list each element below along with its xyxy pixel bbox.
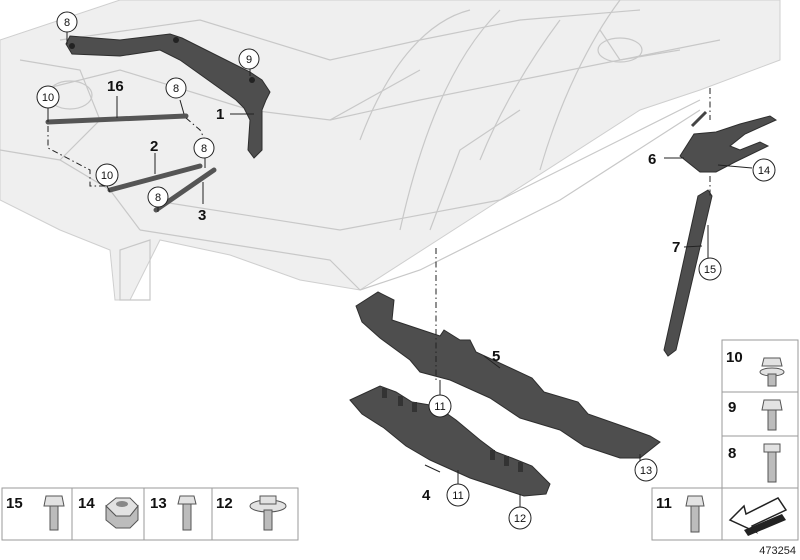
rod-part <box>663 189 713 357</box>
leader-lines <box>47 32 753 508</box>
flange-bolt-icon <box>759 357 785 387</box>
callout-8-d: 8 <box>155 192 161 204</box>
callout-4: 4 <box>422 487 431 504</box>
callout-5: 5 <box>492 348 500 365</box>
callout-11-a: 11 <box>434 401 445 413</box>
collar-bolt-icon <box>685 495 705 533</box>
callouts: 1 2 3 4 5 6 7 8 8 8 8 9 10 10 11 11 12 1… <box>36 11 776 530</box>
legend-label-13: 13 <box>150 495 167 512</box>
callout-2: 2 <box>150 138 158 155</box>
legend-label-14: 14 <box>78 495 95 512</box>
callout-12: 12 <box>514 513 526 525</box>
legend-label-15: 15 <box>6 495 23 512</box>
arrow-icon <box>728 497 788 536</box>
screw-icon <box>177 495 197 531</box>
callout-16: 16 <box>107 78 124 95</box>
tension-strut-part <box>107 163 203 193</box>
stud-bolt-icon <box>763 443 781 483</box>
legend-label-9: 9 <box>728 399 736 416</box>
legend-right: 10 9 8 11 <box>651 339 799 541</box>
strut-brace-part <box>65 33 271 159</box>
callout-6: 6 <box>648 151 656 168</box>
underbody-panel-bottom-part <box>349 385 551 497</box>
callout-8-c: 8 <box>201 143 207 155</box>
legend-label-8: 8 <box>728 445 736 462</box>
callout-14: 14 <box>758 165 770 177</box>
hex-bolt-icon <box>761 399 783 431</box>
callout-7: 7 <box>672 239 680 256</box>
legend-label-12: 12 <box>216 495 233 512</box>
callout-9: 9 <box>246 54 252 66</box>
callout-3: 3 <box>198 207 206 224</box>
callout-8-b: 8 <box>173 83 179 95</box>
car-body-illustration <box>0 0 781 301</box>
washer-screw-icon <box>249 495 287 531</box>
hex-bolt-icon <box>43 495 65 531</box>
callout-10-a: 10 <box>42 92 54 104</box>
front-strut-part <box>45 113 189 125</box>
callout-11-b: 11 <box>452 490 463 502</box>
legend-label-10: 10 <box>726 349 743 366</box>
legend-label-11: 11 <box>656 495 672 512</box>
legend-bottom: 15 14 13 12 <box>1 487 299 541</box>
underbody-panel-top-part <box>355 291 661 459</box>
callout-15: 15 <box>704 264 716 276</box>
hex-nut-icon <box>105 497 139 529</box>
callout-1: 1 <box>216 106 224 123</box>
bracket-part <box>679 110 778 173</box>
callout-13: 13 <box>640 465 652 477</box>
document-number: 473254 <box>759 545 796 557</box>
callout-8-a: 8 <box>64 17 70 29</box>
callout-10-b: 10 <box>101 170 113 182</box>
